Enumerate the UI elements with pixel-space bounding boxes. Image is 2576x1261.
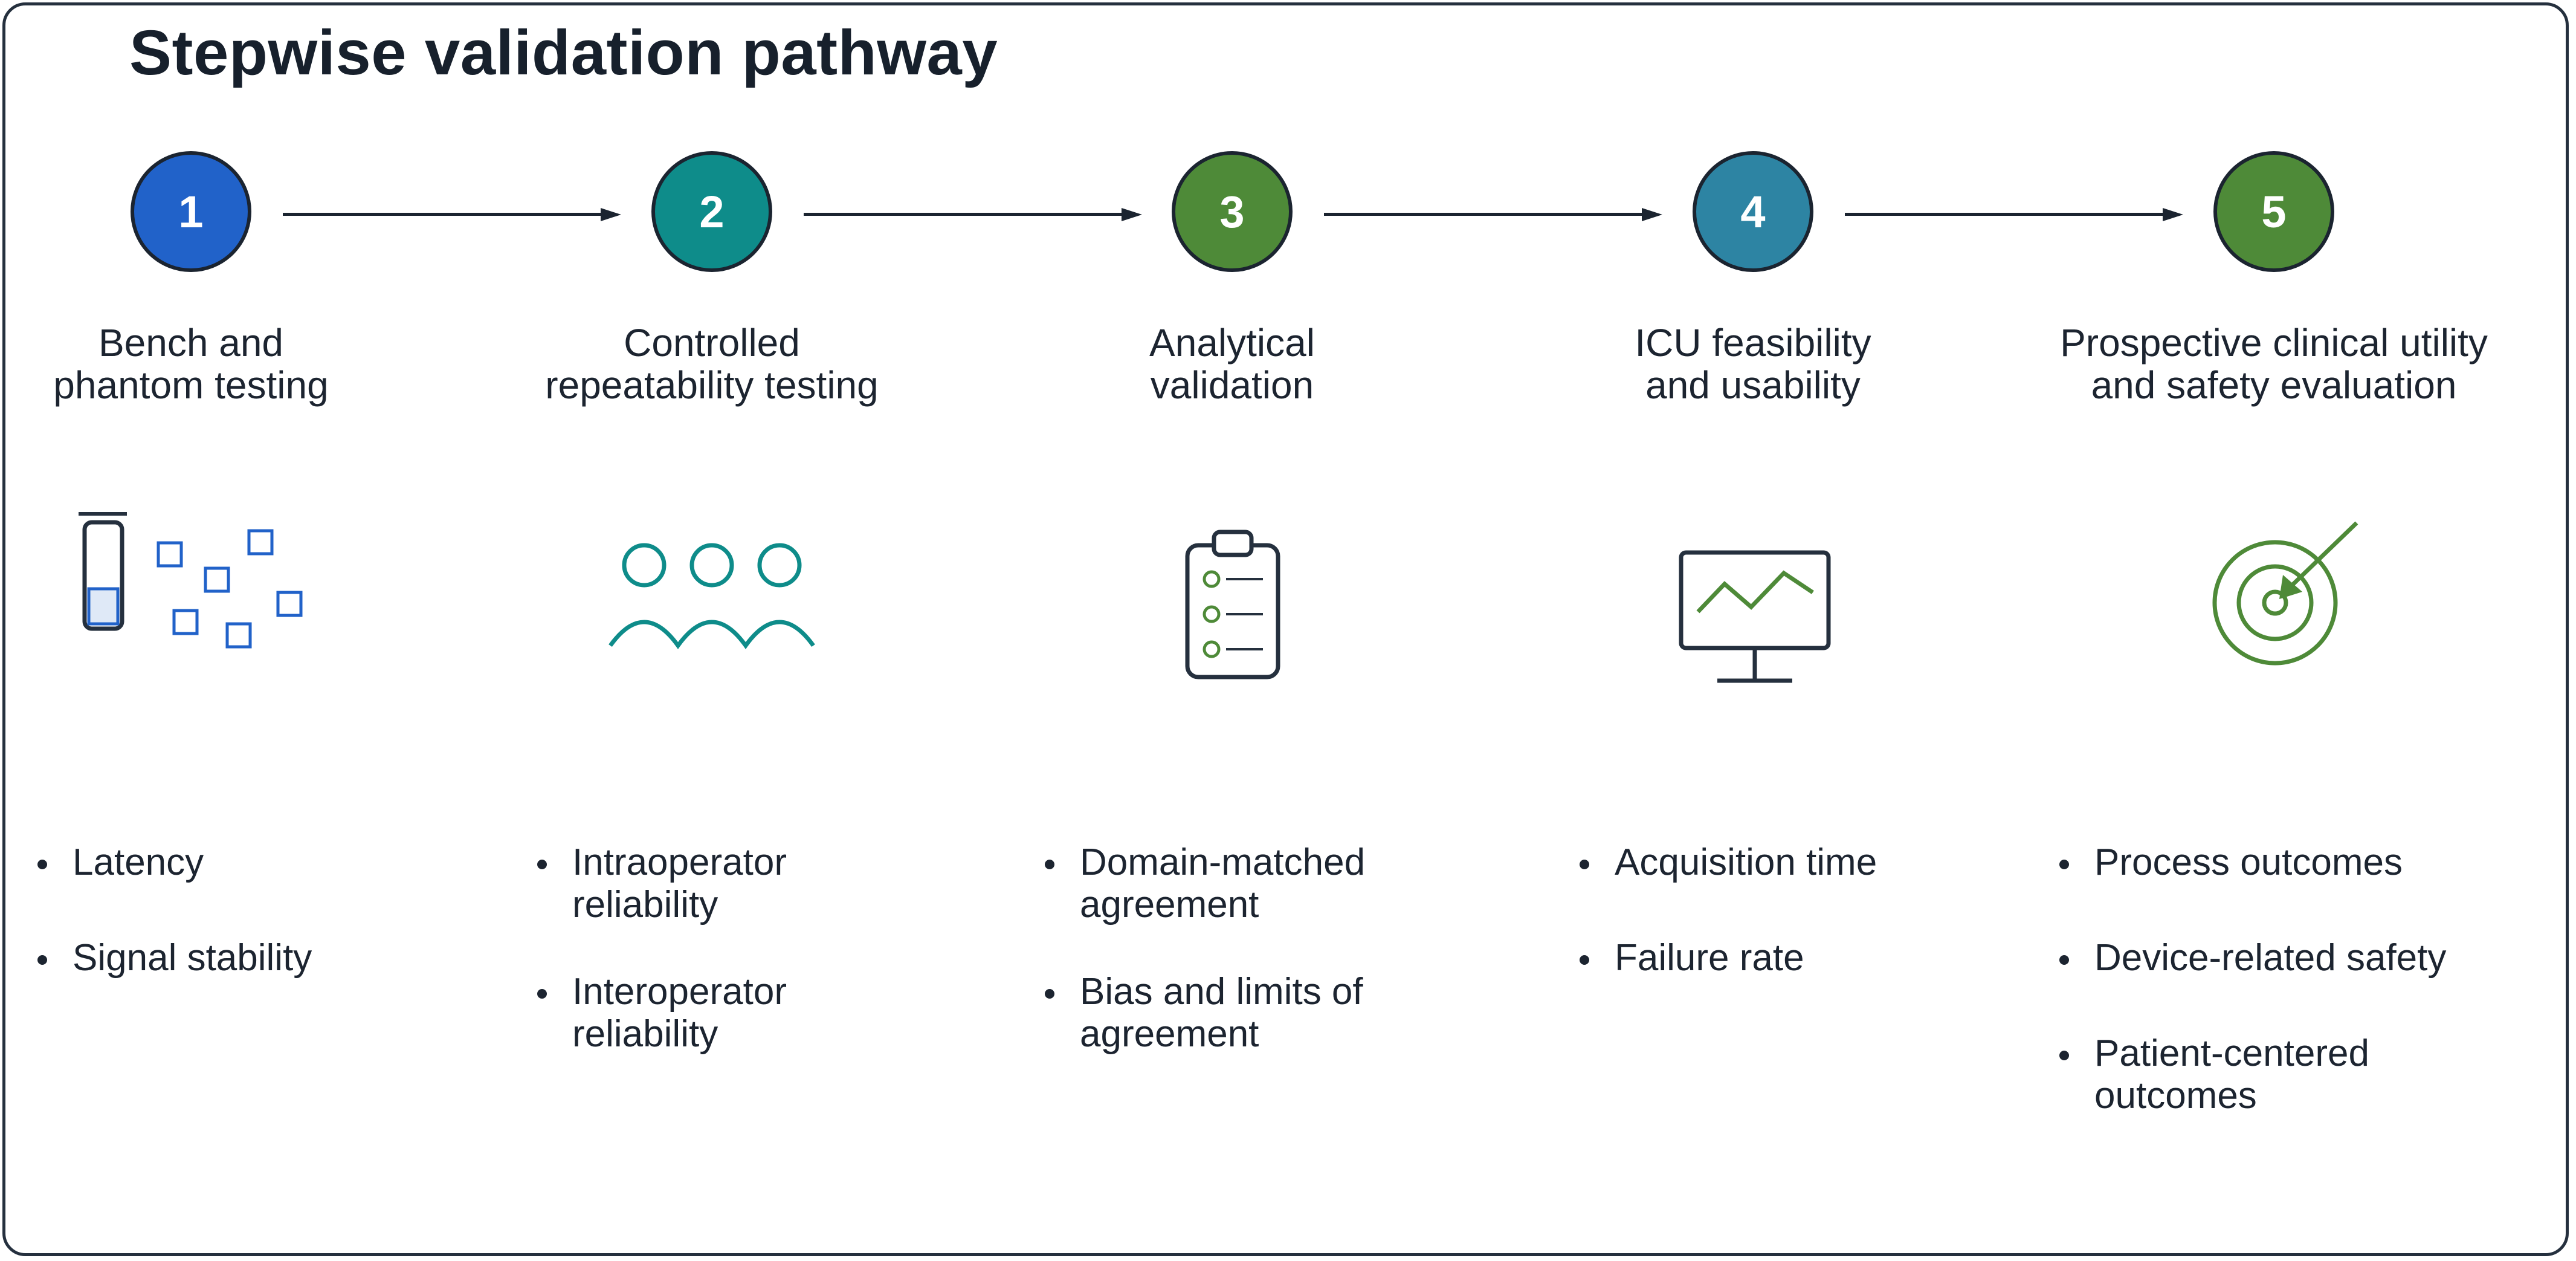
step-3-number: 3: [1219, 186, 1245, 237]
step-1-number: 1: [178, 186, 204, 237]
step-5-circle: 5: [2213, 151, 2334, 272]
list-item: Latency: [37, 841, 497, 884]
test-tube-particles-icon: [79, 512, 303, 649]
step-5-bullet-list: Process outcomes Device-related safety P…: [2059, 841, 2555, 1170]
monitor-waveform-icon: [1679, 550, 1831, 683]
step-5-number: 5: [2261, 186, 2287, 237]
arrow-1-to-2: [283, 208, 621, 221]
step-4-bullet-list: Acquisition time Failure rate: [1580, 841, 2039, 1032]
list-item: Acquisition time: [1580, 841, 2039, 884]
step-4-number: 4: [1740, 186, 1766, 237]
list-item: Device-related safety: [2059, 937, 2555, 979]
step-1-bullet-list: Latency Signal stability: [37, 841, 497, 1032]
step-3-circle: 3: [1172, 151, 1293, 272]
list-item: Failure rate: [1580, 937, 2039, 979]
target-arrow-icon: [2212, 521, 2358, 666]
step-2-circle: 2: [651, 151, 772, 272]
clipboard-checklist-icon: [1185, 530, 1280, 679]
step-2-number: 2: [699, 186, 725, 237]
arrow-4-to-5: [1845, 208, 2183, 221]
arrow-2-to-3: [804, 208, 1142, 221]
three-people-icon: [608, 543, 815, 649]
list-item: Process outcomes: [2059, 841, 2555, 884]
diagram-title: Stepwise validation pathway: [129, 18, 998, 88]
arrow-3-to-4: [1324, 208, 1662, 221]
list-item: Signal stability: [37, 937, 497, 979]
step-4-circle: 4: [1693, 151, 1813, 272]
step-1-circle: 1: [131, 151, 251, 272]
